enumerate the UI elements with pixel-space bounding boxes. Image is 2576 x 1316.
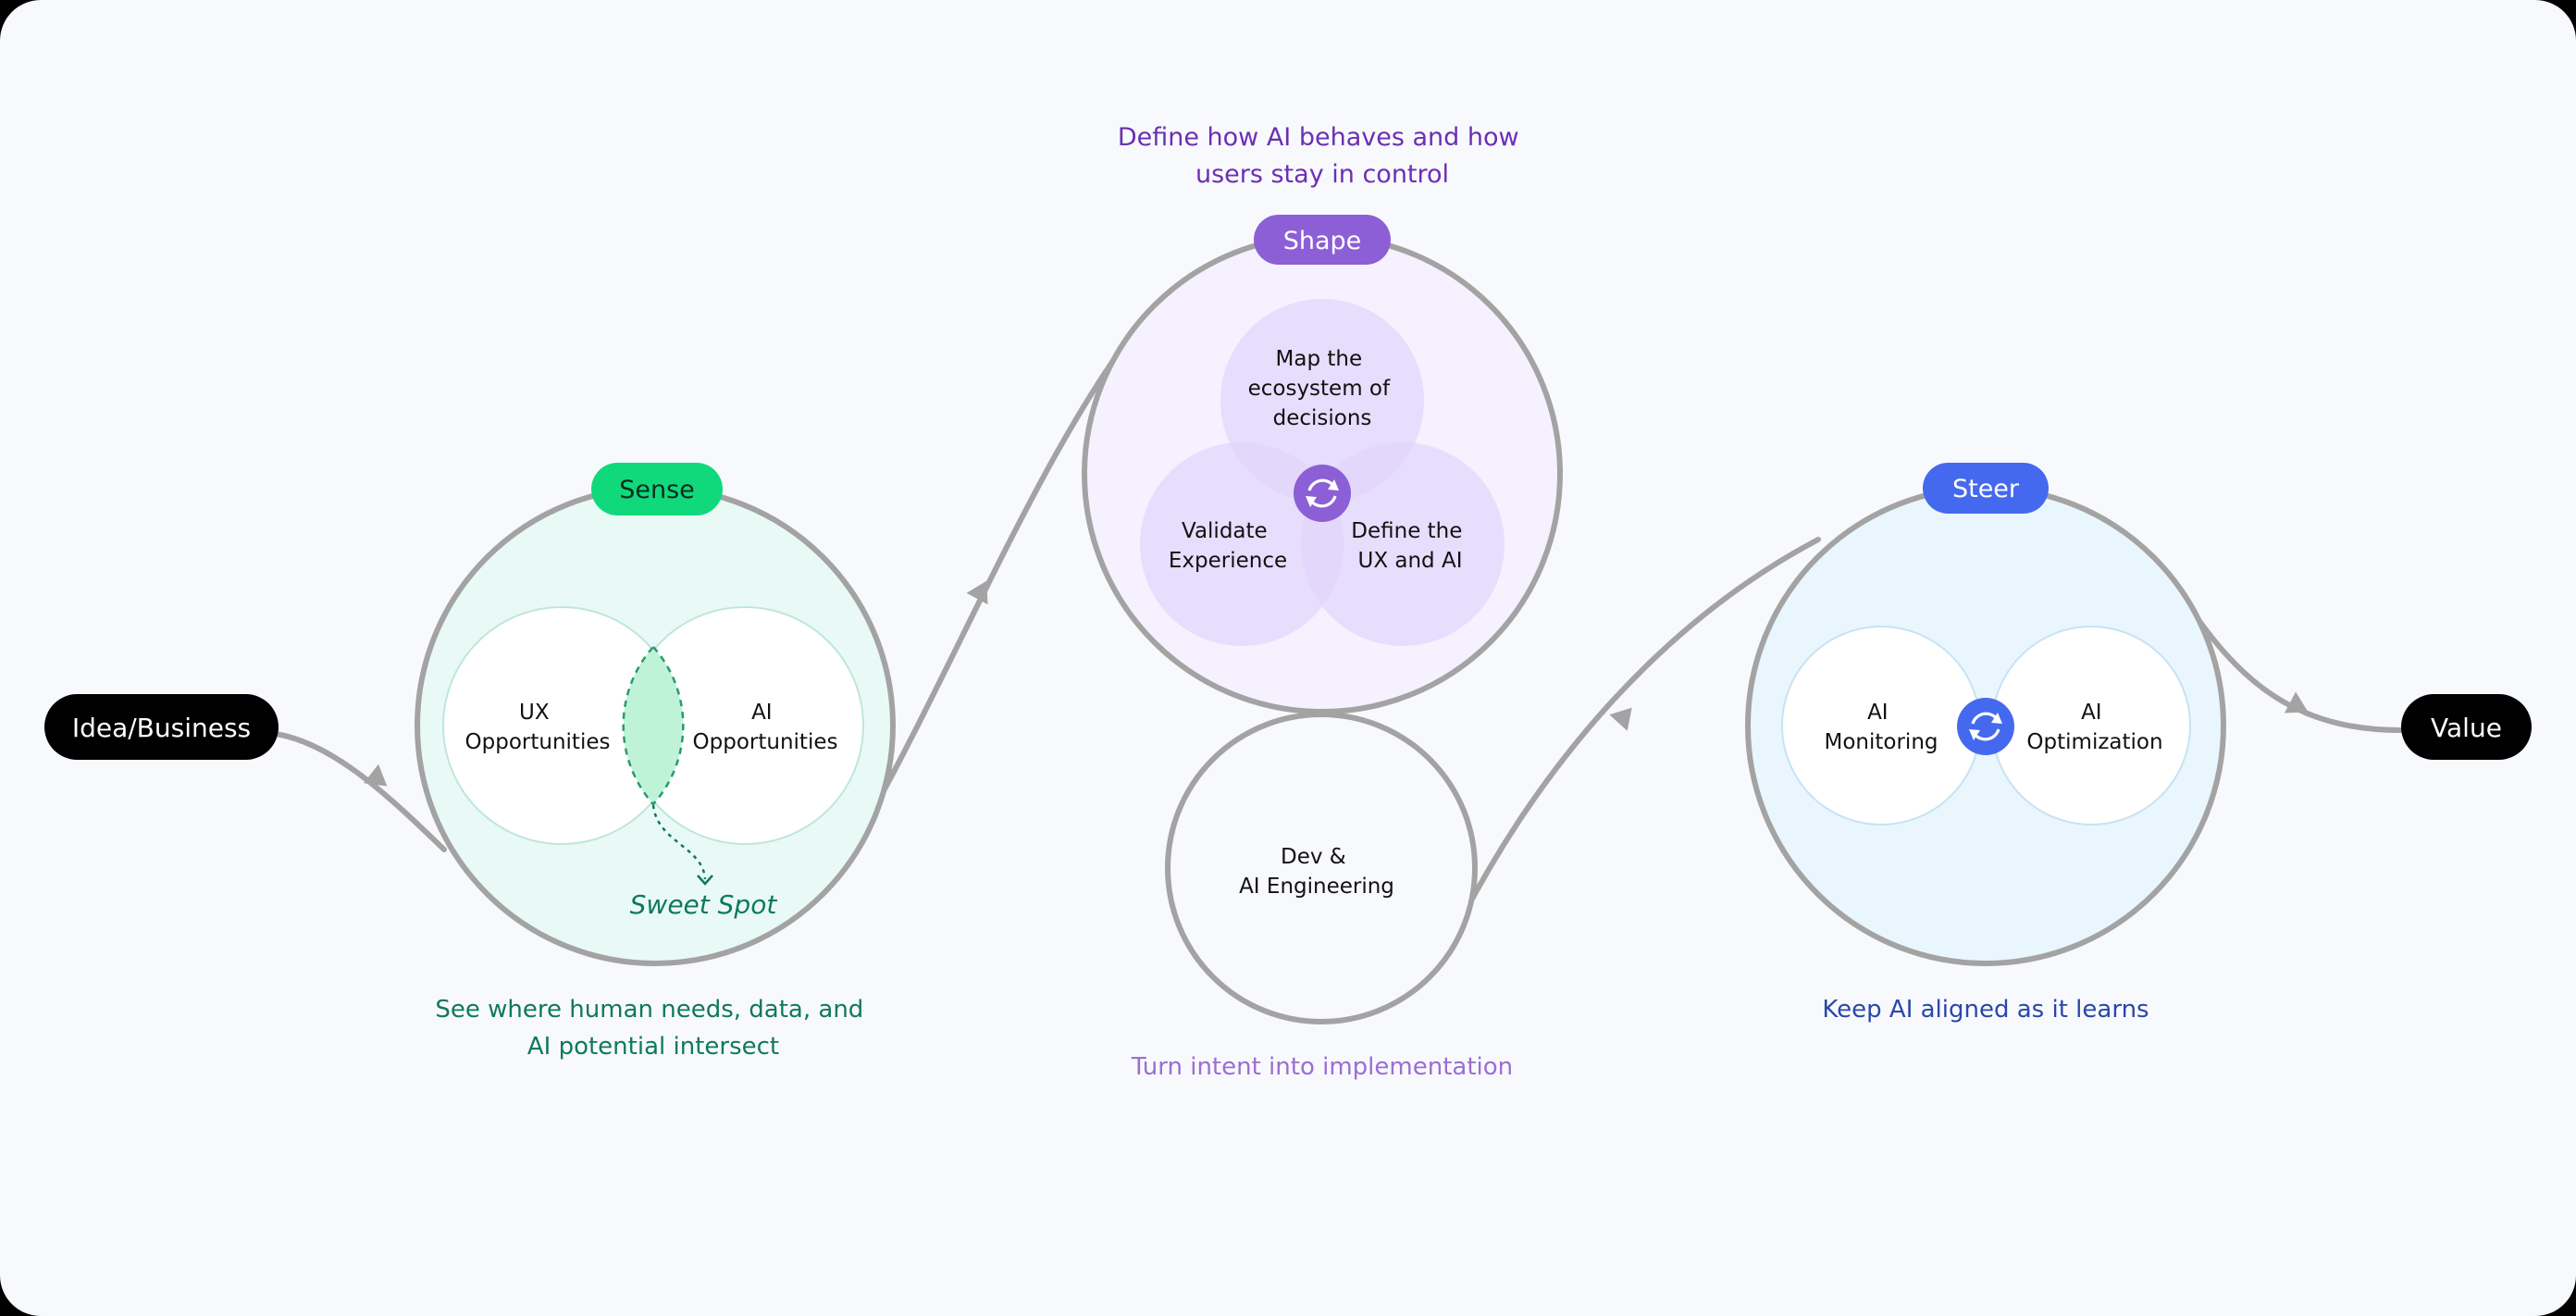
path-dev-to-steer [1460, 537, 1821, 919]
end-label: Value [2431, 713, 2502, 743]
dev-stage: Dev & AI Engineering Turn intent into im… [1131, 712, 1513, 1081]
shape-define-label: Define the UX and AI [1351, 519, 1468, 573]
path-sense-to-shape [872, 321, 1143, 811]
end-pill: Value [2401, 694, 2532, 760]
shape-define-circle [1301, 442, 1505, 646]
steer-badge: Steer [1923, 463, 2049, 514]
sense-ux-label: UX Opportunities [465, 701, 611, 754]
sweet-spot-label: Sweet Spot [630, 889, 778, 920]
path-steer-to-end [2186, 602, 2407, 734]
arrow-head-icon [966, 580, 988, 605]
refresh-icon [1294, 465, 1351, 522]
steer-optimization-label: AI Optimization [2026, 701, 2162, 754]
steer-monitoring-circle [1781, 626, 1981, 826]
sweet-spot-lens [622, 645, 685, 806]
sense-stage: UX Opportunities AI Opportunities Sweet … [415, 463, 896, 1061]
shape-badge-label: Shape [1283, 227, 1362, 255]
arrow-head-icon [1609, 707, 1632, 731]
sense-caption: See where human needs, data, and AI pote… [435, 996, 871, 1061]
steer-caption: Keep AI aligned as it learns [1822, 996, 2149, 1024]
start-pill: Idea/Business [44, 694, 279, 760]
sense-badge: Sense [591, 463, 723, 515]
start-label: Idea/Business [72, 713, 251, 743]
flow-path [273, 321, 2407, 919]
chevron-down-icon [697, 875, 713, 886]
steer-badge-label: Steer [1952, 475, 2020, 503]
path-start-to-sense [273, 731, 447, 852]
arrow-head-icon [2284, 691, 2309, 714]
refresh-icon [1957, 698, 2014, 755]
sweet-spot-pointer [651, 804, 707, 880]
shape-stage: Define how AI behaves and how users stay… [1082, 123, 1563, 714]
flow-arrows [363, 580, 2309, 787]
steer-monitoring-label: AI Monitoring [1825, 701, 1938, 754]
shape-validate-label: Validate Experience [1169, 519, 1287, 573]
steer-optimization-circle [1991, 626, 2191, 826]
dev-caption: Turn intent into implementation [1131, 1053, 1513, 1081]
shape-validate-circle [1140, 442, 1344, 646]
sense-ai-label: AI Opportunities [693, 701, 838, 754]
sense-badge-label: Sense [619, 476, 695, 504]
dev-label: Dev & AI Engineering [1239, 845, 1394, 899]
steer-stage: AI Monitoring AI Optimization Steer Keep… [1745, 463, 2226, 1024]
shape-map-label: Map the ecosystem of decisions [1248, 347, 1397, 430]
dev-circle [1165, 712, 1478, 1024]
arrow-head-icon [363, 764, 388, 787]
shape-badge: Shape [1254, 215, 1391, 265]
shape-heading: Define how AI behaves and how users stay… [1118, 123, 1527, 189]
